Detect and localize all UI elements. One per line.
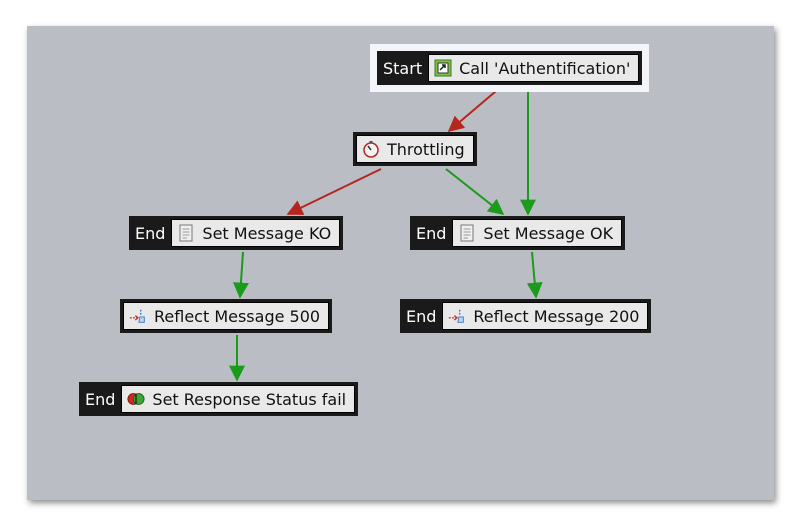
start-tag: Start xyxy=(378,52,429,84)
node-set-message-ok[interactable]: End Set Message OK xyxy=(410,216,626,250)
node-set-response-status-fail[interactable]: End Set Response Status fail xyxy=(79,382,359,416)
end-tag: End xyxy=(130,217,172,249)
node-label: Call 'Authentification' xyxy=(459,58,631,78)
edge-call-auth-to-throttling xyxy=(447,85,503,133)
reflect-icon xyxy=(129,307,147,325)
node-throttling[interactable]: Throttling xyxy=(353,132,477,166)
reflect-icon xyxy=(448,307,466,325)
stopwatch-icon xyxy=(362,140,380,158)
document-icon xyxy=(458,224,476,242)
node-reflect-message-500[interactable]: Reflect Message 500 xyxy=(120,299,333,333)
node-label: Set Response Status fail xyxy=(152,389,347,409)
node-label: Throttling xyxy=(387,139,465,159)
document-icon xyxy=(177,224,195,242)
policy-canvas xyxy=(27,26,774,500)
edge-throttling-to-set-message-ok xyxy=(445,168,505,215)
end-tag: End xyxy=(411,217,453,249)
status-icon xyxy=(127,390,145,408)
edge-set-message-ko-to-reflect-500 xyxy=(232,251,249,299)
node-call-authentification[interactable]: Start Call 'Authentification' xyxy=(377,51,643,85)
end-tag: End xyxy=(80,383,122,415)
edge-set-message-ok-to-reflect-200 xyxy=(526,251,543,299)
node-reflect-message-200[interactable]: End Reflect Message 200 xyxy=(400,299,652,333)
node-label: Set Message OK xyxy=(483,223,614,243)
node-label: Reflect Message 200 xyxy=(473,306,640,326)
node-label: Reflect Message 500 xyxy=(154,306,321,326)
edge-throttling-to-set-message-ko xyxy=(286,168,382,215)
call-icon xyxy=(434,59,452,77)
node-label: Set Message KO xyxy=(202,223,332,243)
end-tag: End xyxy=(401,300,443,332)
node-set-message-ko[interactable]: End Set Message KO xyxy=(129,216,344,250)
